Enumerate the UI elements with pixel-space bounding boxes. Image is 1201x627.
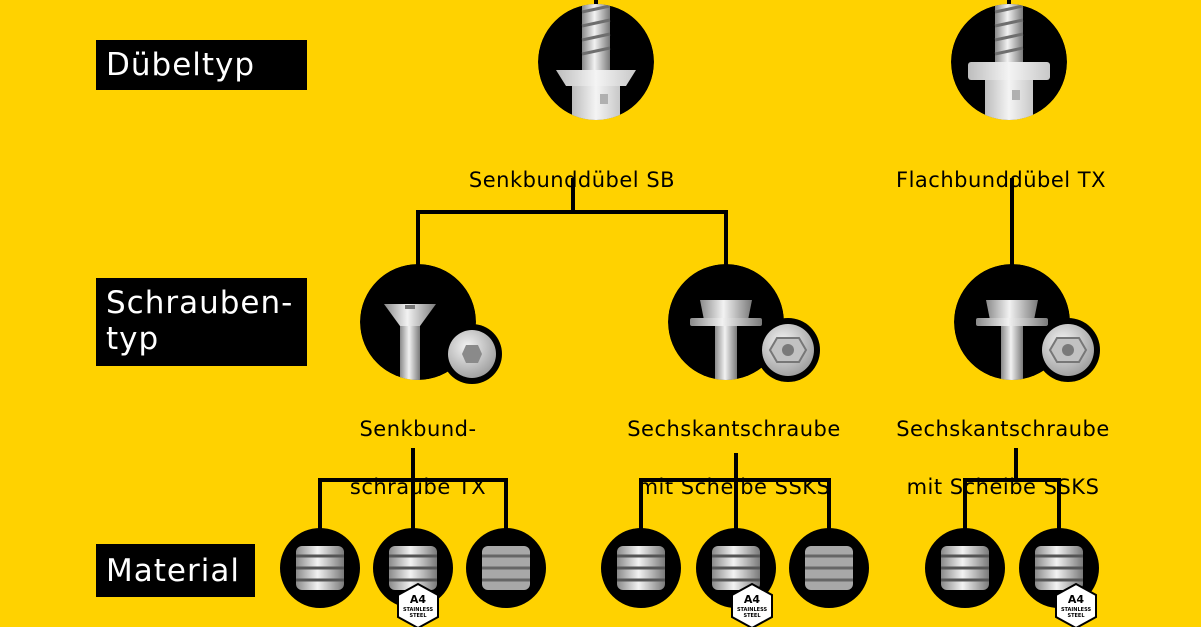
hex-screw-washer-icon-2 — [954, 264, 1100, 382]
screw-label-hex-1: Sechskantschraube mit Scheibe SSKS — [600, 386, 868, 531]
material-galvanized-steel-icon-1 — [280, 528, 360, 608]
a4-badge-1-title: A4 — [410, 593, 427, 606]
row-label-screw-type-line1: Schrauben- — [106, 285, 294, 321]
connector-sb-branch — [416, 178, 728, 270]
row-label-screw-type: Schrauben- typ — [96, 278, 307, 366]
a4-badge-3-hexagon — [1055, 582, 1097, 627]
a4-badge-3: A4 STAINLESS STEEL — [1055, 582, 1097, 627]
material-galvanized-steel-icon-3 — [925, 528, 1005, 608]
flat-collar-dowel-icon — [951, 4, 1067, 120]
row-label-dowel-type: Dübeltyp — [96, 40, 307, 90]
screw-label-hex-2-line1: Sechskantschraube — [896, 417, 1110, 441]
material-hot-dip-icon-2 — [789, 528, 869, 608]
row-label-screw-type-line2: typ — [106, 321, 160, 357]
dowel-label-sb-text: Senkbunddübel SB — [468, 168, 676, 192]
a4-badge-1-hexagon — [397, 582, 439, 627]
row-label-material-text: Material — [106, 553, 240, 589]
row-label-material: Material — [96, 544, 255, 597]
a4-badge-2: A4 STAINLESS STEEL — [731, 582, 773, 627]
a4-badge-3-title: A4 — [1068, 593, 1085, 606]
screw-label-hex-1-line1: Sechskantschraube — [627, 417, 841, 441]
material-hot-dip-icon-1 — [466, 528, 546, 608]
dowel-label-tx-text: Flachbunddübel TX — [895, 168, 1107, 192]
material-icons — [280, 528, 1099, 608]
countersunk-screw-icon — [360, 264, 502, 384]
connector-screw3-branch — [963, 448, 1061, 530]
a4-badge-2-hexagon — [731, 582, 773, 627]
a4-badge-1: A4 STAINLESS STEEL — [397, 582, 439, 627]
screw-label-countersunk-line1: Senkbund- — [359, 417, 477, 441]
a4-badge-1-line1: STAINLESS — [403, 607, 434, 613]
material-stainless-a4-icon-1 — [373, 528, 453, 608]
connector-screw2-branch — [639, 453, 831, 530]
a4-badge-2-line1: STAINLESS — [737, 607, 768, 613]
countersunk-dowel-icon — [538, 4, 654, 120]
row-label-dowel-type-text: Dübeltyp — [106, 47, 256, 83]
a4-badge-3-line2: STEEL — [1067, 613, 1085, 619]
hex-screw-washer-icon-1 — [668, 264, 820, 382]
a4-badge-2-title: A4 — [744, 593, 761, 606]
a4-badge-3-line1: STAINLESS — [1061, 607, 1092, 613]
connector-screw1-branch — [318, 448, 508, 530]
connector-lines — [318, 0, 1061, 530]
material-galvanized-steel-icon-2 — [601, 528, 681, 608]
a4-badge-1-line2: STEEL — [409, 613, 427, 619]
dowel-label-tx: Flachbunddübel TX — [866, 137, 1136, 195]
a4-badge-2-line2: STEEL — [743, 613, 761, 619]
dowel-label-sb: Senkbunddübel SB — [452, 137, 692, 195]
